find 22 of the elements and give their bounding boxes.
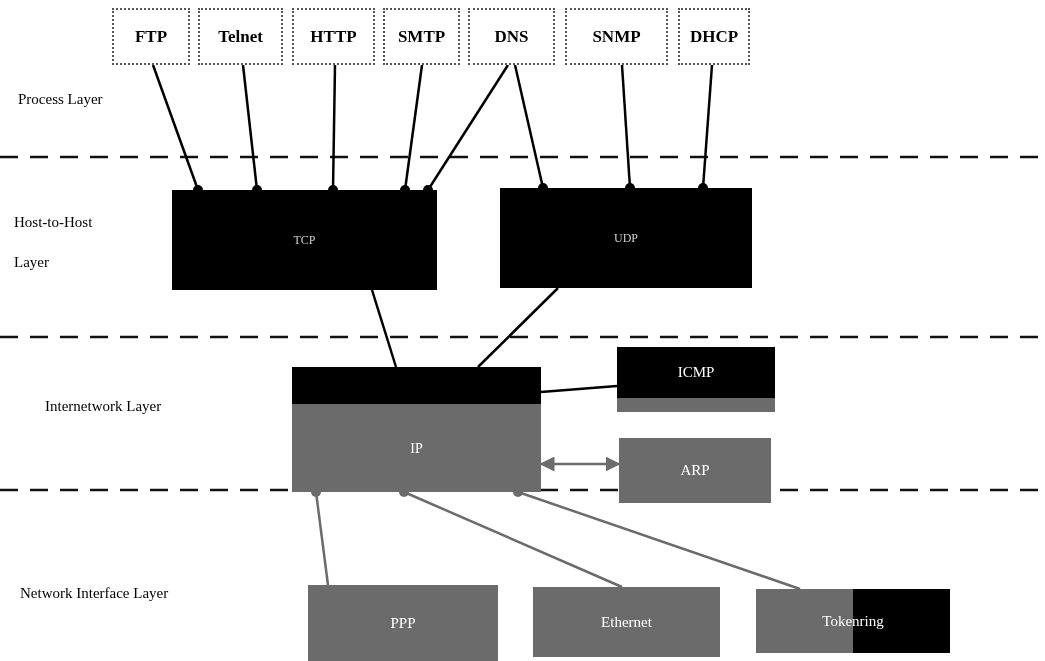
protocol-block: UDP <box>500 188 752 288</box>
protocol-box: SMTP <box>383 8 460 65</box>
protocol-block: Tokenring <box>756 589 950 653</box>
layer-label: Process Layer <box>18 90 104 109</box>
protocol-block: PPP <box>308 585 498 661</box>
protocol-box: FTP <box>112 8 190 65</box>
protocol-block: IP <box>292 367 541 492</box>
protocol-block: ARP <box>619 438 771 503</box>
protocol-block: ICMP <box>617 347 775 412</box>
connector-line <box>477 287 559 368</box>
protocol-box: HTTP <box>292 8 375 65</box>
layer-label: Host-to-Host Layer <box>14 213 94 272</box>
protocol-box: SNMP <box>565 8 668 65</box>
layer-label: Network Interface Layer <box>20 584 170 603</box>
protocol-block: Ethernet <box>533 587 720 657</box>
connector-line <box>370 289 398 368</box>
connector-line <box>540 384 618 394</box>
protocol-box: Telnet <box>198 8 283 65</box>
protocol-box: DHCP <box>678 8 750 65</box>
layer-label: Internetwork Layer <box>45 397 163 416</box>
protocol-block: TCP <box>172 190 437 290</box>
protocol-box: DNS <box>468 8 555 65</box>
